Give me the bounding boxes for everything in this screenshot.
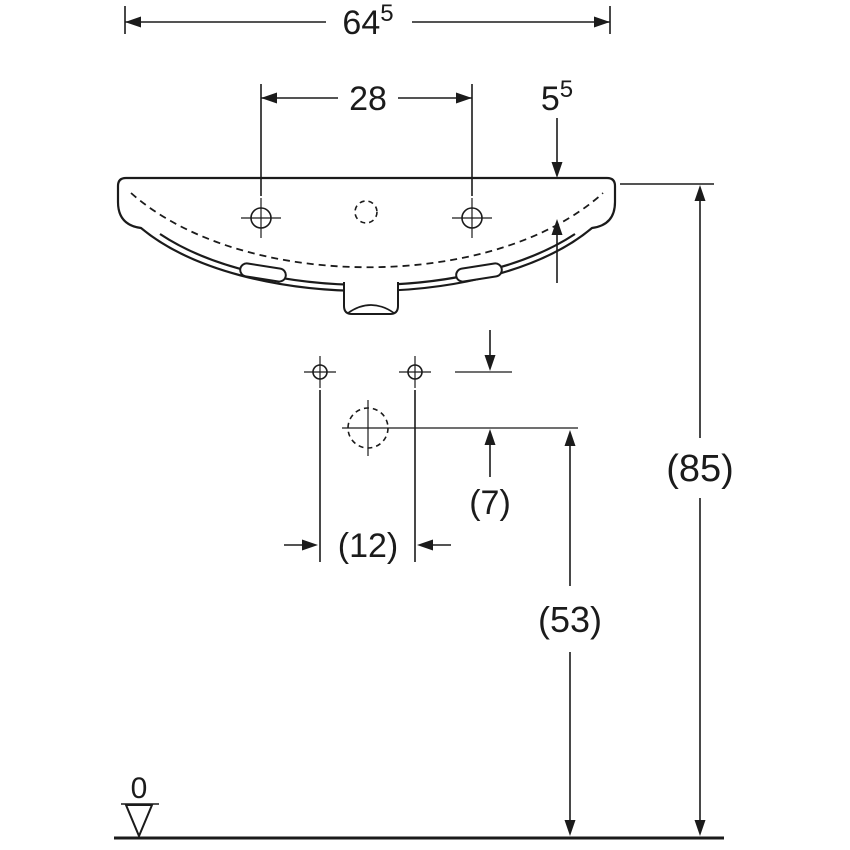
basin-outer-outline (116, 176, 617, 292)
dimension-label-tap-spacing: 28 (349, 80, 387, 118)
tap-hole-left (241, 198, 281, 238)
tap-hole-center-optional (354, 200, 378, 224)
bolt-hole-right (399, 356, 431, 388)
arrowhead-down-icon (484, 355, 496, 371)
dimension-label-tap-offset: 55 (541, 76, 573, 118)
dimension-label-bolt-to-drain: (7) (469, 484, 511, 522)
dimension-tap-offset: 55 (541, 76, 573, 283)
tap-hole-center-circle (354, 200, 378, 224)
arrowhead-up-icon (484, 429, 496, 445)
arrowhead-down-icon (564, 820, 576, 836)
mounting-bolt-holes (304, 356, 431, 562)
basin-bowl-front-edge (159, 233, 576, 287)
washbasin-top-view (116, 176, 617, 315)
drain-outlet-box (343, 282, 399, 315)
dimension-tap-spacing: 28 (260, 80, 473, 196)
arrowhead-right-icon (302, 539, 318, 551)
basin-slot-right (455, 262, 503, 283)
arrowhead-right-icon (456, 92, 472, 104)
dimension-drain-height: (53) (538, 430, 602, 836)
arrowhead-up-icon (694, 185, 706, 201)
dimension-total-height: (85) (620, 183, 734, 836)
arrowhead-left-icon (125, 16, 141, 28)
bolt-hole-left (304, 356, 336, 388)
dimension-total-width: 645 (124, 0, 611, 42)
floor-datum: 0 (121, 772, 159, 839)
dimension-label-total-height: (85) (666, 448, 734, 490)
arrowhead-left-icon (261, 92, 277, 104)
arrowhead-up-icon (564, 430, 576, 446)
drain-outlet-curve (347, 304, 395, 314)
basin-inner-rim-hidden-edge (130, 192, 604, 269)
arrowhead-down-icon (551, 162, 563, 178)
dimension-bolt-to-drain: (7) (455, 330, 512, 522)
tap-hole-right (452, 198, 492, 238)
datum-zero-label: 0 (131, 772, 148, 805)
datum-triangle-icon (124, 804, 154, 839)
arrowhead-left-icon (417, 539, 433, 551)
arrowhead-right-icon (594, 16, 610, 28)
dimension-bolt-spacing: (12) (284, 527, 451, 565)
arrowhead-down-icon (694, 820, 706, 836)
arrowhead-up-icon (551, 219, 563, 235)
dimension-label-total-width: 645 (342, 0, 393, 42)
drain-center-mark (342, 400, 578, 456)
dimension-label-drain-height: (53) (538, 599, 602, 640)
dimension-label-bolt-spacing: (12) (338, 527, 398, 565)
basin-slot-left (239, 262, 287, 283)
